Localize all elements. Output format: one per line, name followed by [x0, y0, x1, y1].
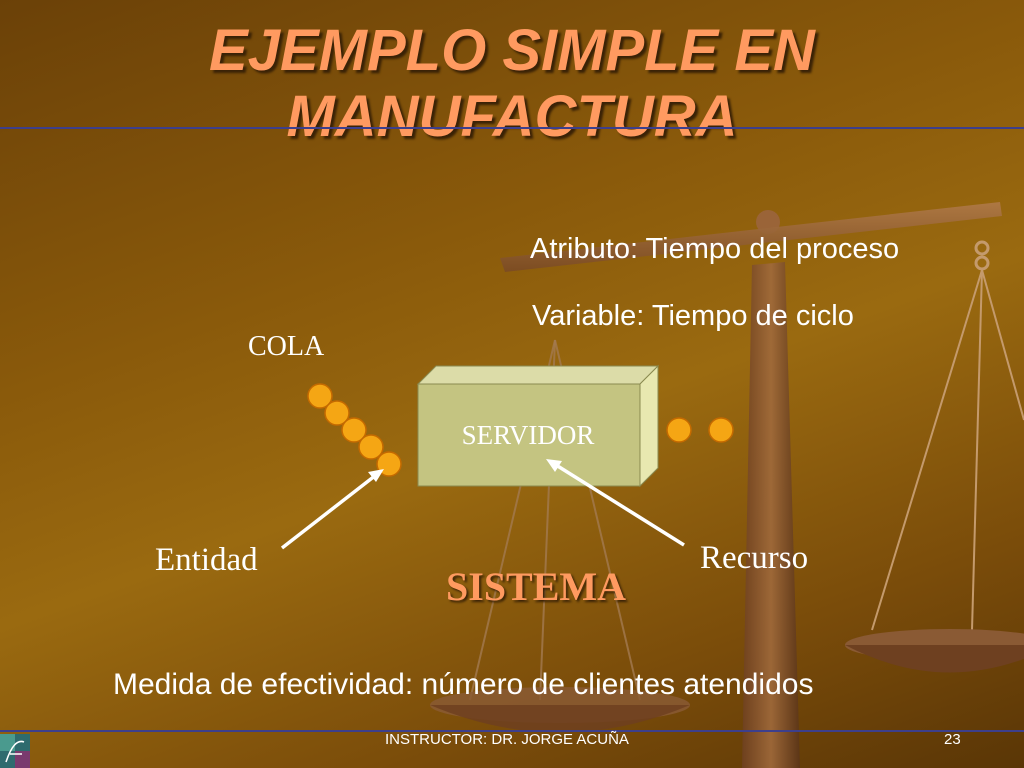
title-divider [0, 127, 1024, 129]
queue-entity [307, 383, 333, 409]
queue-entity [358, 434, 384, 460]
server-box-front [417, 383, 641, 487]
slide-title: EJEMPLO SIMPLE EN MANUFACTURA [0, 18, 1024, 150]
cola-label: COLA [248, 331, 325, 362]
queue-entity [341, 417, 367, 443]
entidad-label: Entidad [155, 542, 258, 578]
footer-instructor: INSTRUCTOR: DR. JORGE ACUÑA [385, 731, 629, 748]
page-number: 23 [944, 731, 961, 748]
entidad-arrow [280, 473, 378, 550]
atributo-label: Atributo: Tiempo del proceso [530, 233, 900, 265]
server-box-top [416, 365, 660, 385]
medida-text: Medida de efectividad: número de cliente… [113, 668, 814, 701]
served-entity [708, 417, 734, 443]
title-line-1: EJEMPLO SIMPLE EN [209, 18, 815, 83]
footer-divider [0, 730, 1024, 732]
recurso-arrow [555, 463, 685, 547]
variable-label: Variable: Tiempo de ciclo [532, 300, 854, 332]
server-box-side [639, 364, 659, 488]
servidor-label: SERVIDOR [461, 420, 595, 450]
entidad-arrow-head [368, 469, 384, 482]
served-entity [666, 417, 692, 443]
recurso-label: Recurso [700, 540, 809, 576]
recurso-arrow-head [546, 459, 562, 472]
title-line-2: MANUFACTURA [286, 84, 738, 149]
queue-entity [324, 400, 350, 426]
sistema-label: SISTEMA [446, 564, 627, 609]
logo-icon [0, 734, 30, 768]
